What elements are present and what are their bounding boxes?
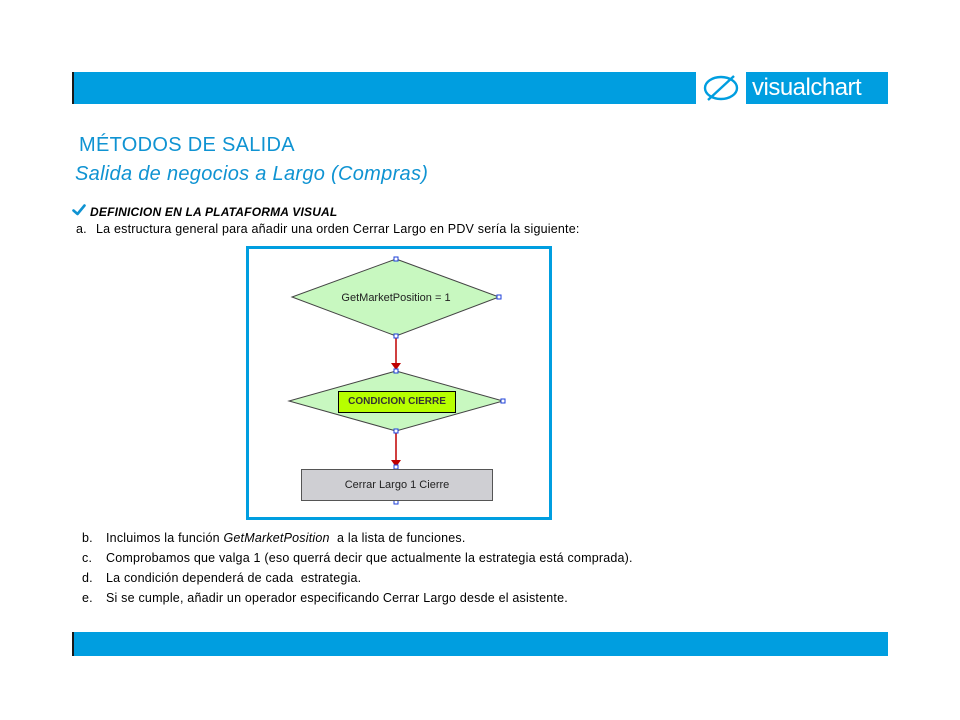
list-marker: a. (76, 222, 87, 236)
list-item-text: a la lista de funciones. (329, 531, 466, 545)
intro-text: La estructura general para añadir una or… (96, 222, 580, 236)
list-item: c. Comprobamos que valga 1 (eso querrá de… (82, 548, 633, 568)
section-heading: DEFINICION EN LA PLATAFORMA VISUAL (72, 203, 337, 221)
visualchart-logo-icon (696, 72, 746, 104)
steps-list: b. Incluimos la función GetMarketPosition… (82, 528, 633, 608)
list-item-text: Si se cumple, añadir un operador especif… (106, 591, 568, 605)
action-box: Cerrar Largo 1 Cierre (301, 469, 493, 501)
footer-bar (72, 632, 888, 656)
selection-handle (500, 398, 506, 404)
connector-arrow (391, 363, 401, 370)
header-bar (72, 72, 888, 104)
selection-handle (393, 428, 399, 434)
function-name: GetMarketPosition (223, 531, 330, 545)
list-item-text: La condición dependerá de cada estrategi… (106, 571, 362, 585)
selection-handle (393, 368, 399, 374)
selection-handle (393, 256, 399, 262)
list-item: e. Si se cumple, añadir un operador espec… (82, 588, 633, 608)
list-item: b. Incluimos la función GetMarketPosition… (82, 528, 633, 548)
flowchart-diagram: GetMarketPosition = 1 CONDICION CIERRE C… (246, 246, 552, 520)
list-marker: b. (82, 531, 93, 545)
top-condition-text: GetMarketPosition = 1 (341, 292, 450, 304)
list-marker: e. (82, 591, 93, 605)
list-marker: d. (82, 571, 93, 585)
list-item-text: Incluimos la función (106, 531, 224, 545)
selection-handle (496, 294, 502, 300)
brand-name: visualchart (752, 74, 862, 101)
selection-handle (393, 333, 399, 339)
connector-arrow (391, 460, 401, 467)
slide-title: MÉTODOS DE SALIDA (79, 134, 295, 156)
list-marker: c. (82, 551, 93, 565)
list-item: d. La condición dependerá de cada estrate… (82, 568, 633, 588)
list-item-text: Comprobamos que valga 1 (eso querrá deci… (106, 551, 633, 565)
condition-cierre-label: CONDICION CIERRE (338, 391, 456, 413)
section-heading-text: DEFINICION EN LA PLATAFORMA VISUAL (90, 205, 338, 219)
intro-line: a. La estructura general para añadir una … (76, 222, 580, 236)
checkmark-icon (72, 203, 86, 221)
slide-subtitle: Salida de negocios a Largo (Compras) (75, 163, 429, 185)
